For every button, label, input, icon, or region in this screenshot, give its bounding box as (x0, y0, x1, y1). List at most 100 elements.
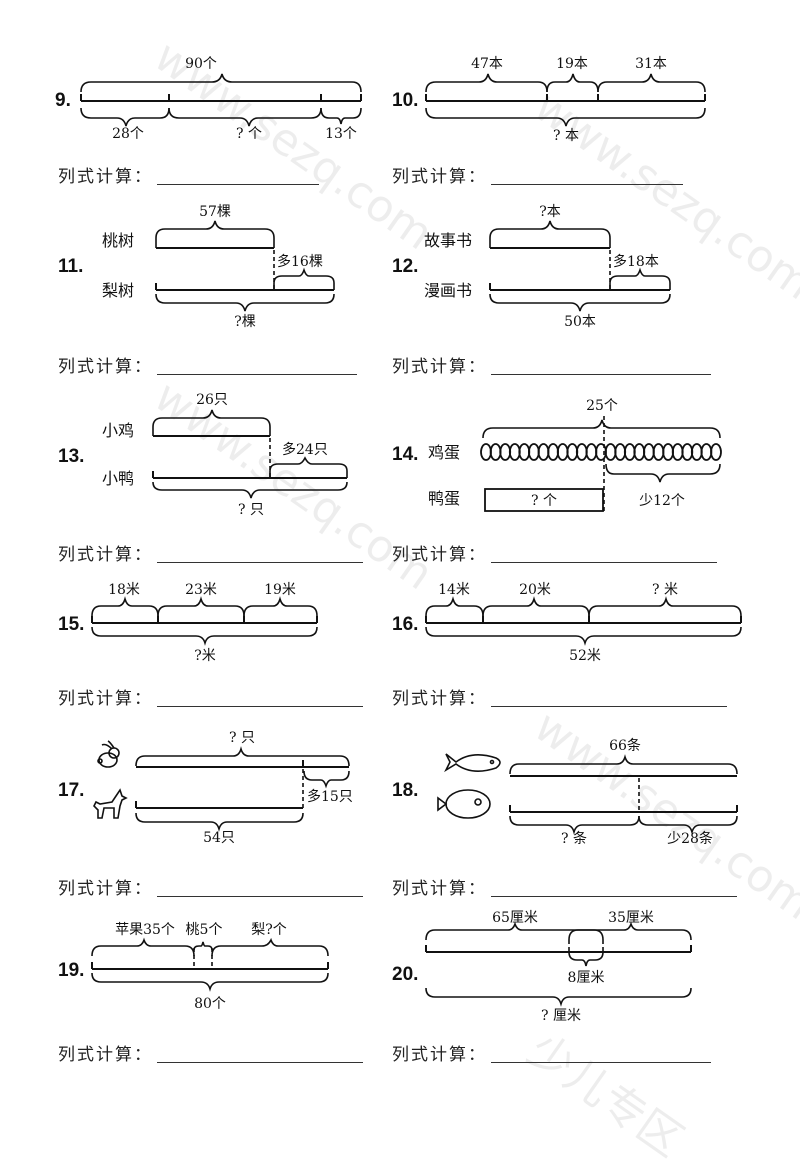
row-label-1: 故事书 (424, 231, 472, 250)
egg-row (480, 443, 722, 461)
label-part-1: 65厘米 (492, 910, 538, 926)
label-part-1: 14米 (438, 582, 470, 598)
label-total: 52米 (569, 648, 601, 664)
label-total: 80个 (194, 996, 226, 1012)
rabbit-icon (97, 740, 120, 768)
problem-number: 14. (392, 444, 418, 465)
fish-icon (444, 753, 501, 773)
label-top: ?本 (539, 204, 561, 220)
answer-label: 列式计算： (392, 167, 487, 187)
answer-input-11[interactable] (157, 373, 357, 375)
label-top: 57棵 (199, 204, 231, 220)
label-total: 90个 (185, 56, 217, 72)
problem-number: 12. (392, 256, 418, 277)
answer-input-17[interactable] (157, 895, 363, 897)
answer-label: 列式计算： (392, 879, 487, 899)
diagram-20: 20. 65厘米 35厘米 8厘米 ? 厘米 (392, 910, 692, 1024)
label-part-3: 梨?个 (251, 922, 287, 938)
answer-label: 列式计算： (392, 545, 487, 565)
problem-number: 10. (392, 90, 418, 111)
answer-input-14[interactable] (491, 561, 717, 563)
label-part-2: 少28条 (667, 830, 713, 847)
problem-number: 20. (392, 964, 418, 985)
problem-number: 16. (392, 614, 418, 635)
diagram-19: 19. 苹果35个 桃5个 梨?个 80个 (58, 922, 329, 1012)
answer-label: 列式计算： (58, 1045, 153, 1065)
label-total: ? 厘米 (541, 1008, 581, 1024)
label-part-2: 19本 (556, 56, 588, 72)
label-part-2: 35厘米 (608, 910, 654, 926)
answer-input-10[interactable] (491, 183, 683, 185)
answer-row-10: 列式计算： (392, 162, 683, 187)
answer-row-17: 列式计算： (58, 874, 363, 899)
answer-input-19[interactable] (157, 1061, 363, 1063)
answer-row-20: 列式计算： (392, 1040, 711, 1065)
answer-label: 列式计算： (58, 357, 153, 377)
answer-input-18[interactable] (491, 895, 737, 897)
dog-icon (93, 788, 128, 819)
label-box: ? 个 (531, 493, 557, 509)
label-part-1: 苹果35个 (115, 922, 175, 938)
duck-egg-box (484, 488, 604, 512)
label-part-3: 13个 (325, 126, 357, 142)
diagram-15: 15. 18米 23米 19米 ?米 (58, 582, 318, 664)
answer-input-20[interactable] (491, 1061, 711, 1063)
row-label-1: 小鸡 (102, 421, 134, 440)
label-part-1: 47本 (471, 56, 503, 72)
answer-input-16[interactable] (491, 705, 727, 707)
diagram-13: 13. 小鸡 小鸭 26只 多24只 ? 只 (58, 392, 348, 518)
label-difference: 多16棵 (277, 253, 323, 270)
answer-input-13[interactable] (157, 561, 363, 563)
row-label-2: 漫画书 (424, 281, 472, 300)
problem-number: 13. (58, 446, 84, 467)
diagram-11: 11. 桃树 梨树 57棵 多16棵 ?棵 (58, 204, 335, 330)
label-part-1: 18米 (108, 582, 140, 598)
label-part-2: 23米 (185, 582, 217, 598)
label-bottom: 50本 (564, 314, 596, 330)
answer-row-18: 列式计算： (392, 874, 737, 899)
label-top: ? 只 (229, 730, 255, 746)
answer-label: 列式计算： (58, 167, 153, 187)
label-part-3: 19米 (264, 582, 296, 598)
row-label-2: 鸭蛋 (428, 489, 460, 508)
label-difference: 多15只 (307, 788, 353, 805)
answer-row-14: 列式计算： (392, 540, 717, 565)
problem-number: 17. (58, 780, 84, 801)
diagram-16: 16. 14米 20米 ? 米 52米 (392, 582, 742, 664)
label-part-1: ? 条 (561, 830, 587, 847)
label-part-2: ? 个 (236, 126, 262, 142)
diagram-12: 12. 故事书 漫画书 ?本 多18本 50本 (392, 204, 671, 330)
answer-label: 列式计算： (392, 357, 487, 377)
label-part-3: ? 米 (652, 582, 678, 598)
answer-label: 列式计算： (392, 1045, 487, 1065)
answer-input-9[interactable] (157, 183, 319, 185)
label-total: 66条 (609, 737, 641, 754)
label-top: 26只 (196, 392, 228, 408)
row-label-2: 梨树 (102, 281, 134, 300)
label-bottom: ?棵 (234, 314, 256, 330)
answer-row-16: 列式计算： (392, 684, 727, 709)
label-part-2: 20米 (519, 582, 551, 598)
label-part-2: 桃5个 (186, 922, 223, 938)
problem-number: 19. (58, 960, 84, 981)
answer-row-11: 列式计算： (58, 352, 357, 377)
answer-row-15: 列式计算： (58, 684, 363, 709)
problem-number: 9. (55, 90, 71, 111)
row-label-1: 桃树 (102, 231, 134, 250)
problem-number: 18. (392, 780, 418, 801)
problem-number: 15. (58, 614, 84, 635)
answer-input-12[interactable] (491, 373, 711, 375)
answer-input-15[interactable] (157, 705, 363, 707)
label-part-1: 28个 (112, 126, 144, 142)
diagram-17: 17. ? 只 多15只 54只 (58, 730, 353, 846)
answer-label: 列式计算： (392, 689, 487, 709)
row-label-2: 小鸭 (102, 469, 134, 488)
answer-row-19: 列式计算： (58, 1040, 363, 1065)
label-difference: 多18本 (613, 253, 659, 270)
diagram-18: 18. 66条 ? 条 少28条 (392, 737, 738, 847)
problem-number: 11. (58, 256, 83, 277)
label-total: ? 本 (553, 128, 579, 144)
answer-label: 列式计算： (58, 689, 153, 709)
diagram-14: 14. 鸡蛋 鸭蛋 25个 ? 个 少12个 (392, 398, 722, 512)
diagram-9: 9. 90个 28个 ? 个 13个 (55, 56, 362, 142)
